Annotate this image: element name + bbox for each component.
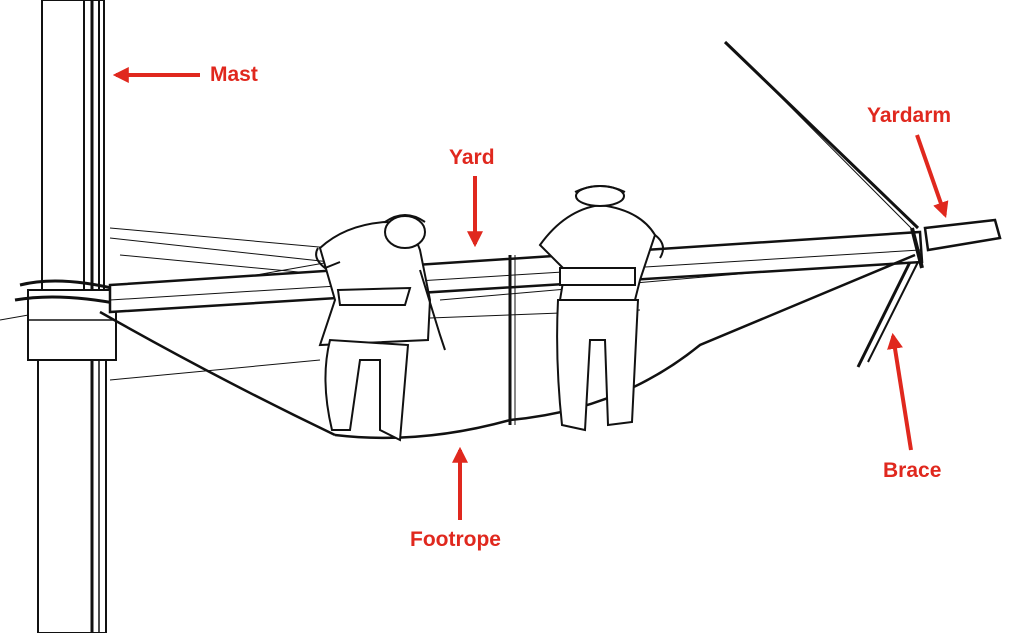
yard-label: Yard <box>449 146 495 169</box>
annotation-arrows <box>112 67 949 520</box>
brace <box>723 40 920 368</box>
mast-label: Mast <box>210 63 258 86</box>
sailor-left <box>315 214 446 442</box>
footrope-label: Footrope <box>410 528 501 551</box>
yardarm-arrow <box>915 134 949 219</box>
brace-label: Brace <box>883 459 942 482</box>
mast <box>14 0 126 633</box>
yardarm-label: Yardarm <box>867 104 952 127</box>
sailor-right <box>538 185 665 432</box>
brace-arrow <box>887 332 913 451</box>
